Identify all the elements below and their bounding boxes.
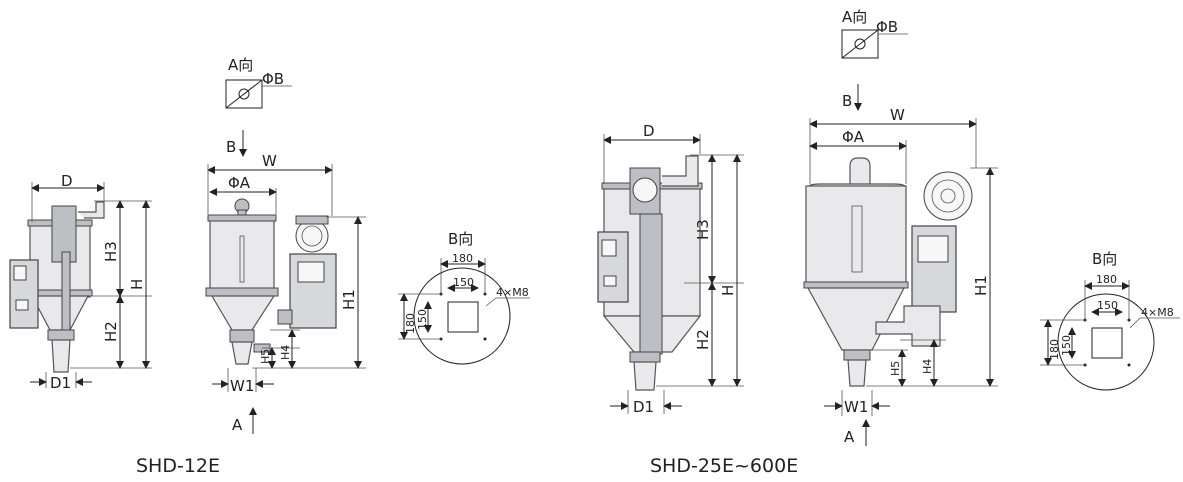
- left-a-view-symbol: A向 ΦB: [225, 56, 292, 109]
- right-side-dimensions: D H3 H2 H D1: [603, 122, 744, 416]
- right-front-view: [803, 157, 973, 387]
- left-top-150-label: 150: [453, 276, 474, 289]
- left-w1-label: W1: [230, 377, 254, 395]
- left-d-label: D: [61, 172, 73, 190]
- left-side-180-label: 180: [404, 313, 417, 334]
- left-model-caption: SHD-12E: [136, 455, 220, 477]
- right-side-150-label: 150: [1060, 335, 1073, 356]
- right-phi-a-label: ΦA: [842, 128, 865, 146]
- left-phi-a-label: ΦA: [228, 174, 251, 192]
- left-a-arrow-label: A: [232, 416, 243, 434]
- right-front-dimensions: B W ΦA H1 H4 H5 W1 A: [809, 84, 998, 446]
- left-h3-label: H3: [102, 241, 120, 262]
- left-side-view: [9, 201, 105, 373]
- right-side-view: [597, 155, 703, 391]
- right-phi-b-label: ΦB: [876, 18, 898, 36]
- right-h5-label: H5: [889, 361, 902, 376]
- left-a-dir-label: A向: [228, 56, 253, 74]
- right-a-arrow-label: A: [844, 428, 855, 446]
- right-h1-label: H1: [972, 275, 990, 296]
- right-model-caption: SHD-25E~600E: [650, 455, 798, 477]
- right-h2-label: H2: [694, 329, 712, 350]
- left-h-label: H: [128, 279, 146, 290]
- left-h2-label: H2: [102, 321, 120, 342]
- left-w-label: W: [262, 152, 277, 170]
- right-side-180-label: 180: [1048, 339, 1061, 360]
- right-h-label: H: [719, 285, 737, 296]
- right-top-180-label: 180: [1096, 273, 1117, 286]
- right-h3-label: H3: [694, 219, 712, 240]
- left-phi-b-label: ΦB: [262, 70, 284, 88]
- right-d-label: D: [643, 122, 655, 140]
- right-b-view: B向 180 150 4×M8 180 150: [1040, 250, 1180, 391]
- left-h4-label: H4: [279, 345, 292, 360]
- right-top-150-label: 150: [1097, 299, 1118, 312]
- left-front-dimensions: B W ΦA H1 H4 H5 W1 A: [207, 130, 366, 434]
- right-a-view-symbol: A向 ΦB: [841, 8, 908, 59]
- left-top-180-label: 180: [452, 252, 473, 265]
- left-h1-label: H1: [340, 289, 358, 310]
- left-bolt-label: 4×M8: [496, 286, 529, 299]
- right-h4-label: H4: [921, 359, 934, 374]
- right-a-dir-label: A向: [842, 8, 867, 26]
- left-front-view: [205, 198, 337, 365]
- left-b-dir-label: B向: [448, 230, 473, 248]
- right-w1-label: W1: [844, 398, 868, 416]
- right-b-arrow-label: B: [842, 92, 852, 110]
- right-d1-label: D1: [633, 398, 654, 416]
- right-bolt-label: 4×M8: [1141, 306, 1174, 319]
- right-b-dir-label: B向: [1092, 250, 1117, 268]
- left-d1-label: D1: [50, 374, 71, 392]
- right-w-label: W: [890, 106, 905, 124]
- left-h5-label: H5: [259, 349, 272, 364]
- left-b-arrow-label: B: [226, 138, 236, 156]
- left-side-dimensions: D H3 H2 H D1: [30, 172, 152, 392]
- left-b-view: B向 180 150 4×M8 180 150: [398, 230, 530, 365]
- left-side-150-label: 150: [416, 309, 429, 330]
